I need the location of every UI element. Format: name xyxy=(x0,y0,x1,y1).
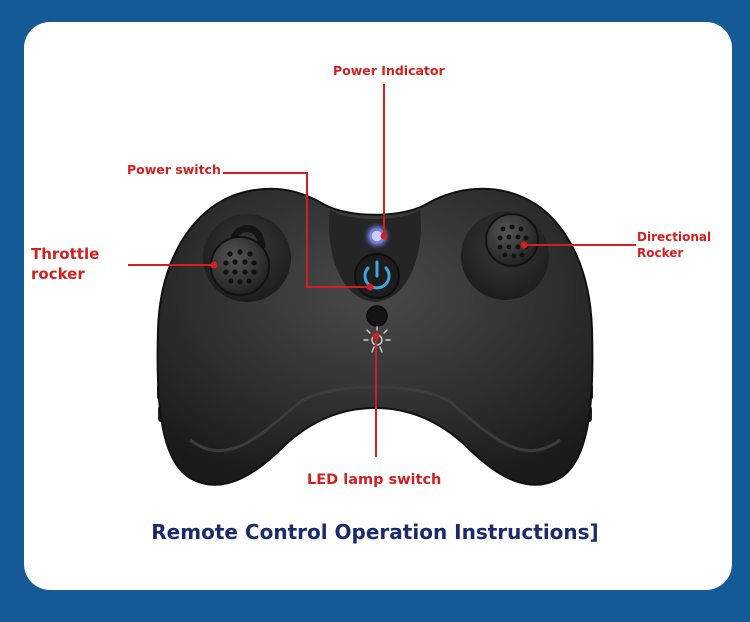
label-directional-rocker: Directional Rocker xyxy=(637,229,711,261)
label-power-indicator: Power Indicator xyxy=(333,63,445,78)
label-led-lamp-switch: LED lamp switch xyxy=(307,472,442,488)
led-lamp-switch-button[interactable] xyxy=(366,305,388,327)
page-title: Remote Control Operation Instructions] xyxy=(151,520,599,544)
throttle-rocker-grip-dots xyxy=(223,249,257,285)
callout-lines xyxy=(128,84,636,457)
label-power-switch: Power switch xyxy=(127,162,221,177)
label-throttle-line1: Throttle xyxy=(31,245,100,263)
label-throttle-line2: rocker xyxy=(31,265,85,283)
directional-rocker[interactable] xyxy=(485,213,539,267)
callout-power-switch xyxy=(223,172,370,288)
label-directional-line1: Directional xyxy=(637,230,712,244)
label-directional-line2: Rocker xyxy=(637,246,684,260)
callout-dots xyxy=(210,232,528,340)
power-icon xyxy=(363,260,391,290)
throttle-rocker[interactable] xyxy=(210,236,270,296)
label-throttle-rocker: Throttle rocker xyxy=(31,244,99,284)
